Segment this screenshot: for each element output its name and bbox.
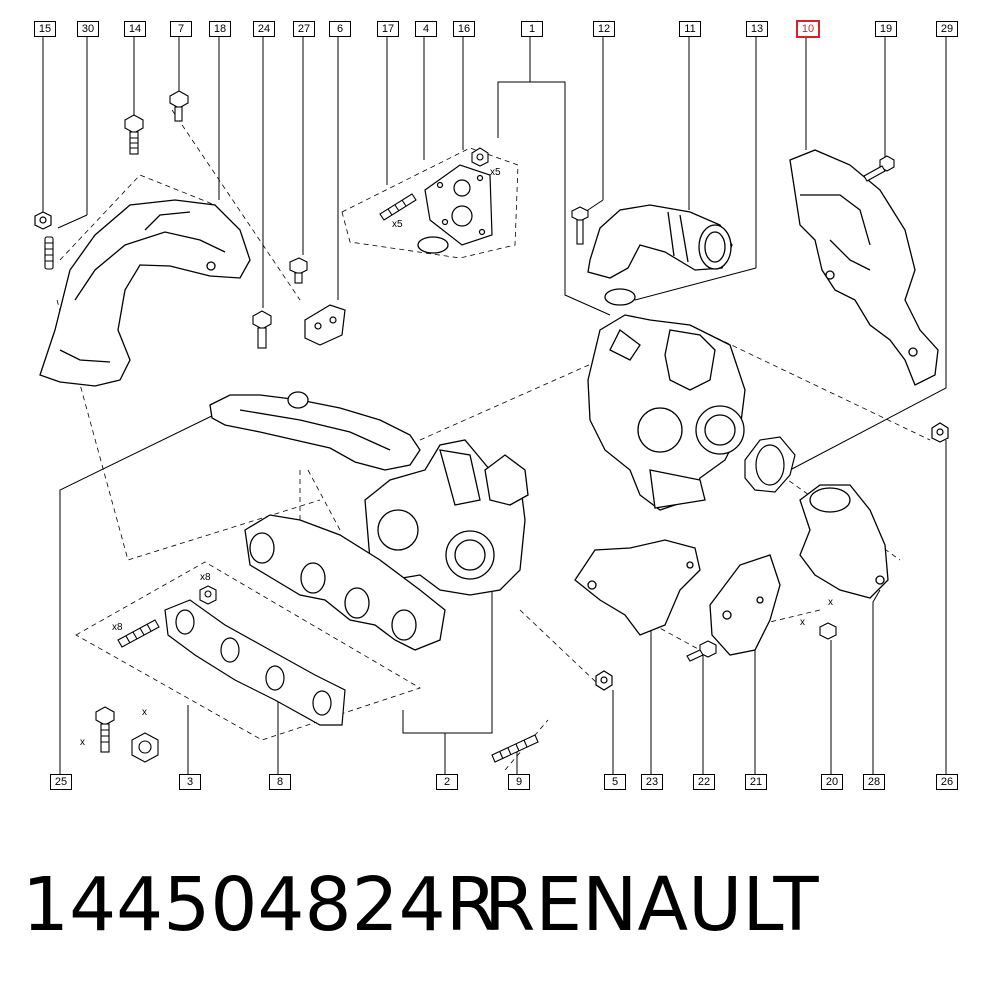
- qty-x-b: x: [142, 707, 147, 718]
- callout-4: 4: [415, 21, 437, 37]
- callout-24: 24: [253, 21, 275, 37]
- callout-17: 17: [377, 21, 399, 37]
- callout-19: 19: [875, 21, 897, 37]
- brand-caption: RENAULT: [484, 862, 819, 948]
- callout-22: 22: [693, 774, 715, 790]
- callout-7: 7: [170, 21, 192, 37]
- callout-9: 9: [508, 774, 530, 790]
- callout-25: 25: [50, 774, 72, 790]
- callout-28: 28: [863, 774, 885, 790]
- callout-18: 18: [209, 21, 231, 37]
- callout-3: 3: [179, 774, 201, 790]
- callout-6: 6: [329, 21, 351, 37]
- callout-15: 15: [34, 21, 56, 37]
- qty-x5-nut: x5: [490, 167, 501, 178]
- qty-x8-stud: x8: [112, 622, 123, 633]
- callout-26: 26: [936, 774, 958, 790]
- callout-12: 12: [593, 21, 615, 37]
- callout-13: 13: [746, 21, 768, 37]
- callout-11: 11: [679, 21, 701, 37]
- qty-x-a: x: [80, 737, 85, 748]
- qty-x-d: x: [800, 617, 805, 628]
- callout-1: 1: [521, 21, 543, 37]
- diagram-drawing: x5 x5: [34, 37, 949, 776]
- callout-14: 14: [124, 21, 146, 37]
- exploded-parts-diagram: x5 x5: [34, 20, 958, 790]
- callout-2: 2: [436, 774, 458, 790]
- callout-30: 30: [77, 21, 99, 37]
- callout-20: 20: [821, 774, 843, 790]
- qty-x5-stud: x5: [392, 219, 403, 230]
- callout-27: 27: [293, 21, 315, 37]
- callout-16: 16: [453, 21, 475, 37]
- callout-23: 23: [641, 774, 663, 790]
- callout-5: 5: [604, 774, 626, 790]
- callout-21: 21: [745, 774, 767, 790]
- callout-10-highlighted: 10: [796, 20, 820, 38]
- part-number-caption: 144504824R: [22, 862, 498, 948]
- callout-8: 8: [269, 774, 291, 790]
- qty-x-c: x: [828, 597, 833, 608]
- callout-29: 29: [936, 21, 958, 37]
- qty-x8-nut: x8: [200, 572, 211, 583]
